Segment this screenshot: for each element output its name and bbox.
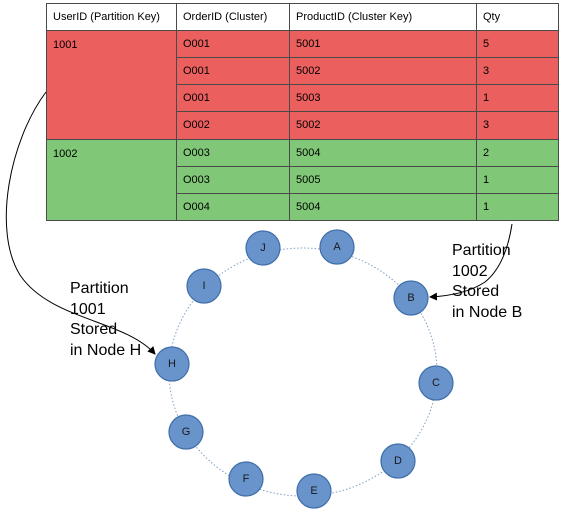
product-id-cell: 5003 bbox=[289, 84, 477, 113]
annotation-line: Stored bbox=[70, 321, 118, 338]
header-userid: UserID (Partition Key) bbox=[46, 3, 177, 31]
order-id-cell: O004 bbox=[176, 192, 290, 222]
partition-table: UserID (Partition Key) OrderID (Cluster)… bbox=[46, 3, 559, 222]
qty-cell: 1 bbox=[476, 84, 559, 113]
table-row: O001 5002 3 bbox=[47, 57, 559, 86]
node-j: J bbox=[245, 230, 281, 266]
svg-text:C: C bbox=[432, 377, 440, 389]
node-c: C bbox=[418, 365, 454, 401]
product-id-cell: 5002 bbox=[289, 57, 477, 86]
product-id-cell: 5004 bbox=[289, 138, 477, 167]
annotation-line: in Node B bbox=[452, 303, 523, 321]
table-row: O003 5005 1 bbox=[47, 165, 559, 194]
table-row: 1002 O003 5004 2 bbox=[46, 138, 559, 222]
table-row: O002 5002 3 bbox=[47, 111, 559, 140]
node-b: B bbox=[393, 280, 429, 316]
svg-text:A: A bbox=[333, 241, 341, 253]
svg-text:E: E bbox=[310, 485, 317, 497]
partition-key-cell: 1001 bbox=[46, 30, 177, 140]
svg-text:I: I bbox=[202, 280, 205, 292]
header-qty: Qty bbox=[476, 3, 559, 31]
partition-key-cell: 1002 bbox=[46, 138, 177, 222]
node-d: D bbox=[380, 443, 416, 479]
table-row: O004 5004 1 bbox=[47, 192, 559, 222]
node-h: H bbox=[154, 346, 190, 382]
qty-cell: 1 bbox=[476, 192, 559, 222]
product-id-cell: 5004 bbox=[289, 192, 477, 222]
token-ring bbox=[168, 247, 438, 497]
svg-text:D: D bbox=[394, 455, 402, 467]
table-row: O001 5003 1 bbox=[47, 84, 559, 113]
svg-text:H: H bbox=[168, 358, 176, 370]
order-id-cell: O003 bbox=[176, 165, 290, 194]
annotation-line: 1002 bbox=[452, 262, 488, 280]
order-id-cell: O001 bbox=[176, 57, 290, 86]
table-header-row: UserID (Partition Key) OrderID (Cluster)… bbox=[46, 3, 559, 31]
partition-1002-annotation: Partition 1002 Stored in Node B bbox=[452, 241, 522, 323]
header-productid: ProductID (Cluster Key) bbox=[289, 3, 477, 31]
order-id-cell: O001 bbox=[176, 84, 290, 113]
qty-cell: 3 bbox=[476, 111, 559, 140]
annotation-line: in Node H bbox=[70, 341, 142, 359]
partition-1001-annotation: Partition 1001 Stored in Node H bbox=[70, 279, 141, 361]
node-i: I bbox=[186, 268, 222, 304]
svg-text:G: G bbox=[182, 426, 191, 438]
annotation-line: 1001 bbox=[70, 300, 106, 318]
table-row: 1001 O001 5001 5 bbox=[46, 29, 559, 140]
qty-cell: 1 bbox=[476, 165, 559, 194]
product-id-cell: 5002 bbox=[289, 111, 477, 140]
product-id-cell: 5005 bbox=[289, 165, 477, 194]
qty-cell: 3 bbox=[476, 57, 559, 86]
node-a: A bbox=[319, 229, 355, 265]
qty-cell: 5 bbox=[476, 29, 559, 59]
order-id-cell: O001 bbox=[176, 29, 290, 59]
svg-text:B: B bbox=[407, 292, 414, 304]
svg-text:F: F bbox=[243, 473, 250, 485]
node-f: F bbox=[228, 461, 264, 497]
order-id-cell: O003 bbox=[176, 138, 290, 167]
order-id-cell: O002 bbox=[176, 111, 290, 140]
annotation-line: Partition bbox=[452, 242, 511, 259]
qty-cell: 2 bbox=[476, 138, 559, 167]
annotation-line: Partition bbox=[70, 280, 129, 297]
node-e: E bbox=[296, 473, 332, 509]
node-g: G bbox=[168, 414, 204, 450]
annotation-line: Stored bbox=[452, 283, 500, 300]
header-orderid: OrderID (Cluster) bbox=[176, 3, 290, 31]
svg-text:J: J bbox=[260, 242, 266, 254]
product-id-cell: 5001 bbox=[289, 29, 477, 59]
